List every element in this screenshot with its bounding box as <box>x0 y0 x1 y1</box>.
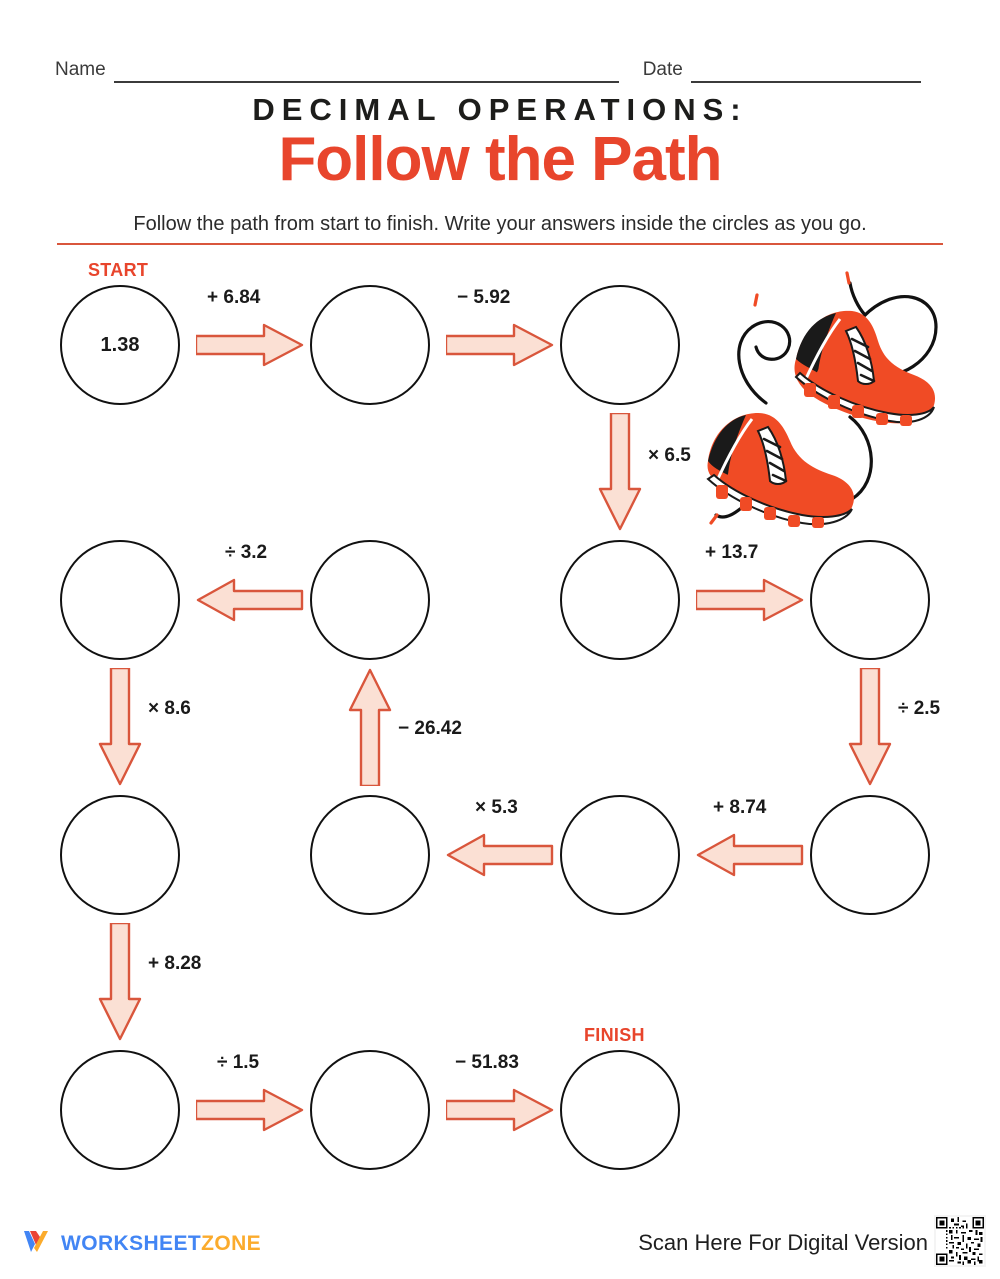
operation-label-op7: × 5.3 <box>475 797 518 818</box>
arrow-left-op7 <box>446 833 554 877</box>
operation-label-op1: + 6.84 <box>207 287 261 308</box>
scan-instruction-text: Scan Here For Digital Version <box>638 1230 928 1255</box>
path-node-11[interactable] <box>60 795 180 915</box>
arrow-down-op5 <box>848 668 892 786</box>
arrow-right-op12 <box>196 1088 304 1132</box>
operation-label-op8: − 26.42 <box>398 718 462 739</box>
logo-word-worksheet: WORKSHEET <box>61 1231 202 1255</box>
arrow-right-op2 <box>446 323 554 367</box>
header-divider <box>57 243 943 245</box>
qr-code[interactable] <box>934 1215 986 1267</box>
arrow-down-op3 <box>598 413 642 531</box>
arrow-left-op9 <box>196 578 304 622</box>
operation-label-op11: + 8.28 <box>148 953 202 974</box>
operation-label-op3: × 6.5 <box>648 445 691 466</box>
path-board: START FINISH 1.38 + 6.84 − 5.92 × 6.5 <box>0 250 1000 1190</box>
start-label: START <box>88 260 149 280</box>
path-node-7[interactable] <box>560 795 680 915</box>
arrow-up-op8 <box>348 668 392 786</box>
operation-label-op6: + 8.74 <box>713 797 767 818</box>
worksheet-instructions: Follow the path from start to finish. Wr… <box>133 213 867 235</box>
operation-label-op13: − 51.83 <box>455 1052 519 1073</box>
arrow-left-op6 <box>696 833 804 877</box>
soccer-cleats-illustration <box>700 265 950 530</box>
path-node-5[interactable] <box>810 540 930 660</box>
arrow-right-op1 <box>196 323 304 367</box>
name-input-line[interactable] <box>113 61 619 83</box>
path-node-8[interactable] <box>310 795 430 915</box>
operation-label-op12: ÷ 1.5 <box>217 1052 260 1073</box>
logo-word-zone: ZONE <box>201 1231 262 1255</box>
path-node-3[interactable] <box>560 285 680 405</box>
date-label: Date <box>642 59 683 80</box>
path-node-6[interactable] <box>810 795 930 915</box>
worksheet-title: Follow the Path <box>278 125 722 194</box>
path-node-2[interactable] <box>310 285 430 405</box>
name-label: Name <box>55 59 106 80</box>
path-node-13[interactable] <box>310 1050 430 1170</box>
operation-label-op4: + 13.7 <box>705 542 759 563</box>
path-node-9[interactable] <box>310 540 430 660</box>
operation-label-op2: − 5.92 <box>457 287 511 308</box>
operation-label-op10: × 8.6 <box>148 698 191 719</box>
arrow-down-op11 <box>98 923 142 1041</box>
operation-label-op9: ÷ 3.2 <box>225 542 268 563</box>
finish-label: FINISH <box>584 1025 645 1045</box>
operation-label-op5: ÷ 2.5 <box>898 698 941 719</box>
path-node-4[interactable] <box>560 540 680 660</box>
date-input-line[interactable] <box>690 61 921 83</box>
worksheet-zone-mark-icon <box>22 1226 52 1261</box>
logo-wordmark: WORKSHEETZONE <box>61 1232 261 1256</box>
arrow-right-op13 <box>446 1088 554 1132</box>
path-node-10[interactable] <box>60 540 180 660</box>
path-node-12[interactable] <box>60 1050 180 1170</box>
worksheet-zone-logo[interactable]: WORKSHEETZONE <box>22 1226 261 1261</box>
arrow-down-op10 <box>98 668 142 786</box>
worksheet-eyebrow-title: DECIMAL OPERATIONS: <box>252 92 748 127</box>
arrow-right-op4 <box>696 578 804 622</box>
path-node-14[interactable] <box>560 1050 680 1170</box>
path-node-1[interactable]: 1.38 <box>60 285 180 405</box>
name-date-row: Name Date <box>55 55 945 83</box>
